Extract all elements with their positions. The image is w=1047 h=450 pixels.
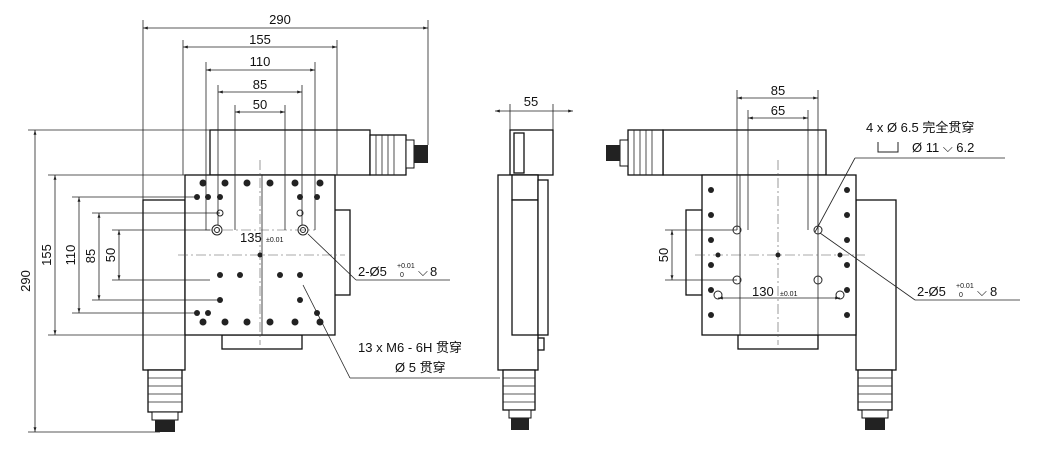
back-view — [606, 129, 897, 430]
back-dimensions: 85 65 50 130 ±0.01 — [656, 83, 840, 300]
dim-85-back: 85 — [771, 83, 785, 98]
dim-155-left: 155 — [39, 244, 54, 266]
motor-knob-top — [414, 145, 428, 163]
front-left-dimensions: 290 155 110 85 50 — [18, 129, 220, 433]
stepper-motor-bottom — [147, 369, 183, 413]
svg-text:0: 0 — [959, 292, 963, 299]
back-callouts: 4 x Ø 6.5 完全贯穿 Ø 11 ⌵ 6.2 2-Ø5 +0.01 0 ⌵… — [814, 120, 1020, 301]
svg-text:⌵: ⌵ — [977, 284, 987, 299]
dim-130-back: 130 — [752, 284, 774, 299]
dim-290-left: 290 — [18, 270, 33, 292]
dim-50-left: 50 — [103, 248, 118, 262]
tol-135: ±0.01 — [266, 237, 284, 244]
tol-130: ±0.01 — [780, 291, 798, 298]
svg-text:8: 8 — [990, 284, 997, 299]
dim-110-left: 110 — [63, 245, 78, 266]
dim-155-top: 155 — [249, 32, 271, 47]
through-hole-callout: Ø 5 贯穿 — [395, 360, 446, 375]
motor-housing-top — [209, 129, 371, 176]
front-top-dimensions: 290 155 110 85 50 — [142, 12, 429, 230]
hole-callout-2: Ø 11 ⌵ 6.2 — [912, 140, 974, 155]
back-motor-housing — [662, 129, 827, 176]
svg-text:+0.01: +0.01 — [956, 283, 974, 290]
front-view — [142, 129, 428, 432]
side-view: 55 — [495, 94, 573, 430]
dim-65-back: 65 — [771, 103, 785, 118]
dowel-callout-front: 2-Ø5 — [358, 264, 387, 279]
svg-text:0: 0 — [400, 272, 404, 279]
dim-85-top: 85 — [253, 77, 267, 92]
vertical-rail — [142, 199, 186, 371]
dim-110-top: 110 — [250, 54, 271, 69]
dim-55-side: 55 — [524, 94, 538, 109]
svg-text:+0.01: +0.01 — [397, 263, 415, 270]
motor-knob-bottom — [155, 420, 175, 432]
dim-50-back: 50 — [656, 248, 671, 262]
thread-callout: 13 x M6 - 6H 贯穿 — [358, 340, 462, 355]
dim-85-left: 85 — [83, 249, 98, 263]
hole-callout-1: 4 x Ø 6.5 完全贯穿 — [866, 120, 974, 135]
dowel-callout-back: 2-Ø5 — [917, 284, 946, 299]
dim-50-top: 50 — [253, 97, 267, 112]
front-callouts: 135 ±0.01 2-Ø5 +0.01 0 ⌵ 8 13 x M6 - 6H … — [240, 230, 500, 379]
svg-text:8: 8 — [430, 264, 437, 279]
dim-290-top: 290 — [269, 12, 291, 27]
dim-135: 135 — [240, 230, 262, 245]
dowel-depth-front: ⌵ — [418, 264, 428, 279]
